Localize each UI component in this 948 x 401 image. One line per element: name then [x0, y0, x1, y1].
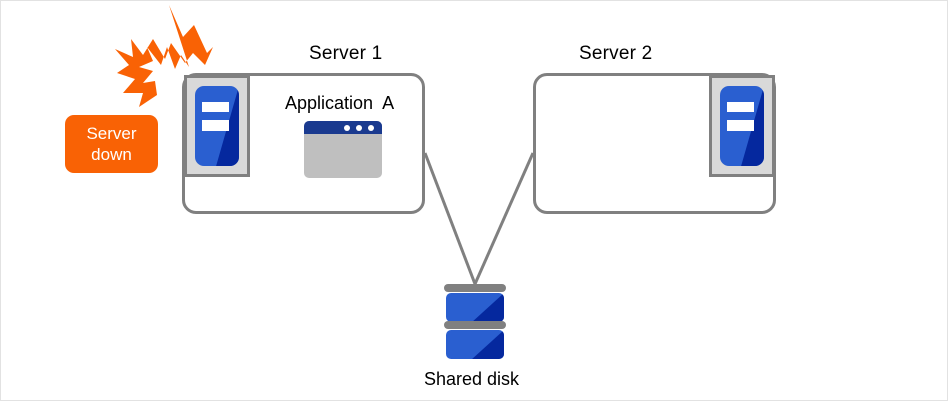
server-down-status-badge[interactable]: Server down: [65, 115, 158, 173]
server-slot-bar: [727, 120, 754, 131]
app-window-dot-icon: [368, 125, 374, 131]
server1-group-box[interactable]: [182, 73, 425, 214]
server-machine-icon[interactable]: [709, 75, 775, 177]
server1-caption: Server 1: [309, 43, 383, 64]
app-window-dot-icon: [344, 125, 350, 131]
server2-caption: Server 2: [579, 43, 653, 64]
server-chassis: [720, 86, 764, 166]
server-machine-icon[interactable]: [184, 75, 250, 177]
disk-stack-icon[interactable]: [444, 284, 506, 363]
server-slot-bar: [202, 102, 229, 113]
lightning-burst-icon: [115, 5, 213, 107]
application-window-icon[interactable]: [304, 121, 382, 178]
server-slot-bar: [202, 120, 229, 131]
disk-platter-edge: [444, 284, 506, 292]
app-window-dot-icon: [356, 125, 362, 131]
server-chassis: [195, 86, 239, 166]
disk-platter-edge: [444, 321, 506, 329]
disk-platter: [446, 293, 504, 322]
server-down-line2: down: [91, 145, 132, 164]
disk-platter: [446, 330, 504, 359]
application-label: Application A: [285, 93, 395, 113]
server-down-line1: Server: [86, 123, 137, 143]
server-slot-bar: [727, 102, 754, 113]
shared-disk-label: Shared disk: [424, 369, 520, 389]
app-window-titlebar: [304, 121, 382, 134]
connector-server2-to-disk: [473, 152, 535, 285]
connector-server1-to-disk: [423, 152, 477, 285]
